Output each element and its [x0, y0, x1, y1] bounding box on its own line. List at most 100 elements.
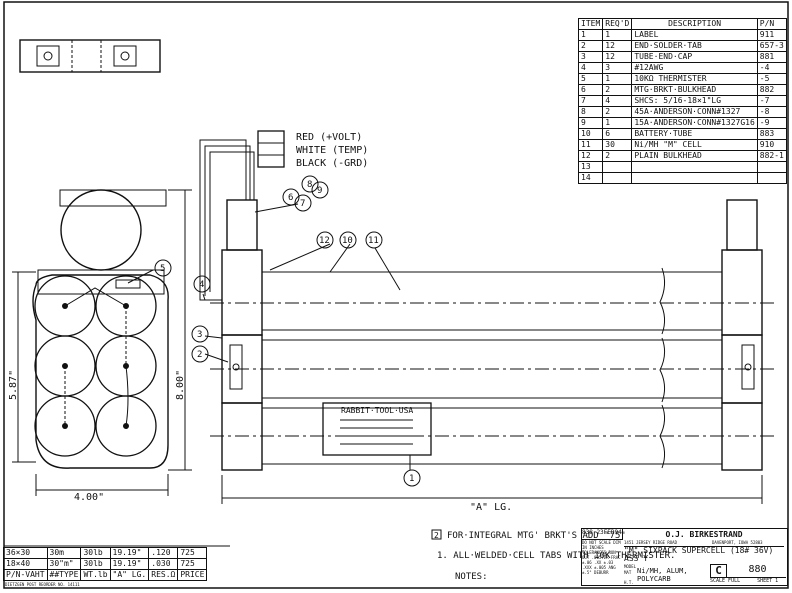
bom-cell: 1: [577, 29, 604, 41]
note-2-text: FOR·INTEGRAL MTG' BRKT'S ADD "75": [447, 531, 626, 541]
bom-cell: 9: [577, 117, 604, 129]
bom-cell: 12: [577, 150, 604, 162]
model-label: MODEL: [624, 564, 637, 569]
bom-cell: -7: [756, 95, 787, 107]
schedule-cell: RES.Ω: [148, 569, 179, 581]
balloon-4: 4: [199, 280, 204, 290]
bom-cell: 12: [602, 51, 633, 63]
sheet-border: [3, 1, 789, 589]
schedule-cell: .120: [148, 547, 179, 559]
scale-row: SCALE FULL SHEET 1: [710, 577, 786, 584]
schedule-cell: 19.19": [109, 558, 150, 570]
dim-width: 4.00": [74, 492, 104, 503]
bom-cell: SHCS: 5/16-18×1"LG: [631, 95, 758, 107]
bom-cell: 10KΩ THERMISTER: [631, 73, 758, 85]
bom-cell: #12AWG: [631, 62, 758, 74]
balloon-1: 1: [409, 474, 414, 484]
bom-cell: 4: [577, 62, 604, 74]
company-address: 1451 JERSEY RIDGE ROAD: [624, 540, 677, 545]
sheet: SHEET 1: [757, 578, 779, 584]
schedule-cell: 19.19": [109, 547, 150, 559]
bom-cell: -8: [756, 106, 787, 118]
material: Ni/MH, ALUM, POLYCARB: [637, 567, 688, 583]
bom-cell: BATTERY·TUBE: [631, 128, 758, 140]
company-name: O.J. BIRKESTRAND: [665, 530, 743, 539]
scale: SCALE FULL: [710, 578, 741, 584]
schedule-cell: ##TYPE: [46, 569, 82, 581]
mat-label: MAT: [624, 570, 632, 575]
note-2-flag: 2: [434, 531, 439, 540]
schedule-cell: PRICE: [177, 569, 208, 581]
bom-cell: -9: [756, 117, 787, 129]
drawing-size: C: [710, 564, 727, 578]
bom-cell: 6: [602, 128, 633, 140]
notes-label: NOTES:: [455, 572, 488, 582]
bom-cell: 30: [602, 139, 633, 151]
dim-height: 5.87": [8, 370, 19, 400]
schedule-cell: 30"m": [46, 558, 82, 570]
bom-cell: [602, 161, 633, 173]
note-1-text: 1. ALL·WELDED·CELL TABS WITH 10K THERMIS…: [437, 551, 675, 561]
bom-cell: 4: [602, 95, 633, 107]
balloon-7: 7: [300, 199, 305, 209]
bom-cell: END·SOLDER·TAB: [631, 40, 758, 52]
dim-height-overall: 8.00": [175, 370, 186, 400]
schedule-cell: 36×30: [3, 547, 48, 559]
bom-header-cell: REQ'D: [602, 18, 633, 30]
bom-cell: [631, 161, 758, 173]
drawing-title: "M" SIXPACK SUPERCELL (18# 36V) ASS'Y: [624, 546, 784, 563]
callout-balloons: [154, 175, 442, 540]
wire-red-label: RED (+VOLT): [296, 132, 362, 143]
schedule-cell: 725: [177, 558, 208, 570]
bom-cell: 5: [577, 73, 604, 85]
balloon-2: 2: [197, 350, 202, 360]
balloon-3: 3: [197, 330, 202, 340]
schedule-cell: WT.lb: [80, 569, 111, 581]
schedule-footer: DIETZGEN POST REORDER NO. 14111: [5, 582, 80, 587]
bom-cell: 11: [577, 139, 604, 151]
bom-cell: 14: [577, 172, 604, 184]
bom-cell: 2: [602, 106, 633, 118]
bracket-top-view: [19, 39, 161, 73]
schedule-cell: .030: [148, 558, 179, 570]
bom-cell: [756, 172, 787, 184]
bom-cell: 6: [577, 84, 604, 96]
schedule-cell: 30m: [46, 547, 82, 559]
bom-cell: 882: [756, 84, 787, 96]
dim-length: "A" LG.: [470, 502, 512, 513]
label-plate-text: RABBIT·TOOL·USA: [341, 406, 413, 415]
bom-cell: 10: [577, 128, 604, 140]
bom-cell: 1: [602, 73, 633, 85]
bom-header-cell: P/N: [756, 18, 787, 30]
schedule-cell: P/N-VAHT: [3, 569, 48, 581]
schedule-cell: 30lb: [80, 558, 111, 570]
bom-cell: 657-3: [756, 40, 787, 52]
bom-cell: [602, 172, 633, 184]
bom-cell: 1: [602, 29, 633, 41]
bom-cell: 911: [756, 29, 787, 41]
bom-cell: MTG·BRKT·BULKHEAD: [631, 84, 758, 96]
bom-header-cell: ITEM: [577, 18, 604, 30]
bom-cell: [631, 172, 758, 184]
bom-cell: 2: [602, 150, 633, 162]
schedule-cell: 30lb: [80, 547, 111, 559]
bom-cell: 13: [577, 161, 604, 173]
drawing-number: 880: [748, 564, 767, 575]
balloon-9: 9: [317, 186, 322, 196]
bom-cell: PLAIN BULKHEAD: [631, 150, 758, 162]
balloon-6: 6: [288, 193, 293, 203]
wire-white-label: WHITE (TEMP): [296, 145, 368, 156]
bom-cell: 910: [756, 139, 787, 151]
